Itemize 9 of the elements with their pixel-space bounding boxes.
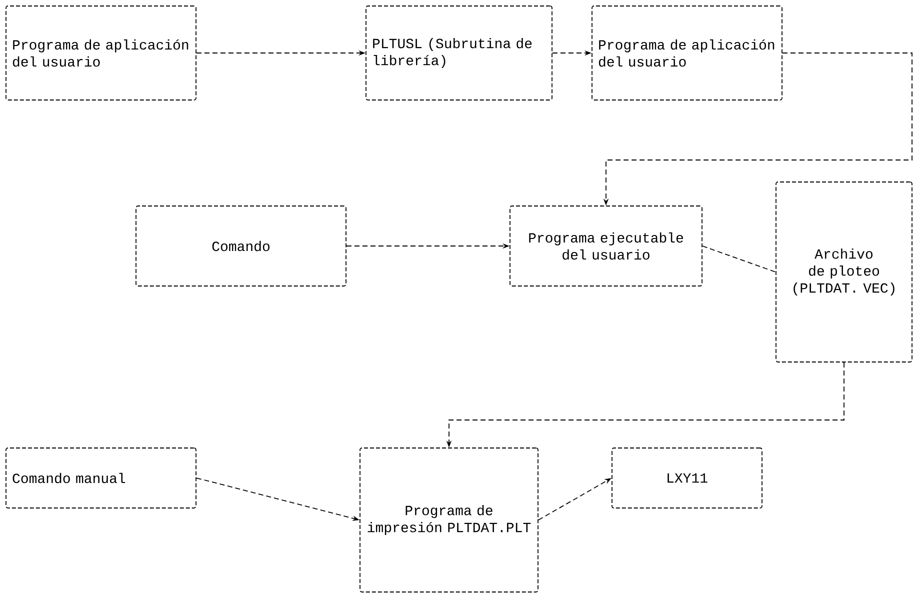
process-box: Programa de impresión PLTDAT.PLT bbox=[360, 448, 538, 592]
process-box: Archivo de ploteo (PLTDAT. VEC) bbox=[776, 182, 912, 362]
process-box: Programa ejecutable del usuario bbox=[510, 206, 702, 286]
process-box: Programa de aplicación del usuario bbox=[592, 6, 782, 100]
process-box: PLTUSL (Subrutina de librería) bbox=[366, 6, 552, 100]
process-box: Comando bbox=[136, 206, 346, 286]
process-box: Programa de aplicación del usuario bbox=[6, 6, 196, 100]
process-box: LXY11 bbox=[612, 448, 762, 508]
process-box: Comando manual bbox=[6, 448, 196, 508]
